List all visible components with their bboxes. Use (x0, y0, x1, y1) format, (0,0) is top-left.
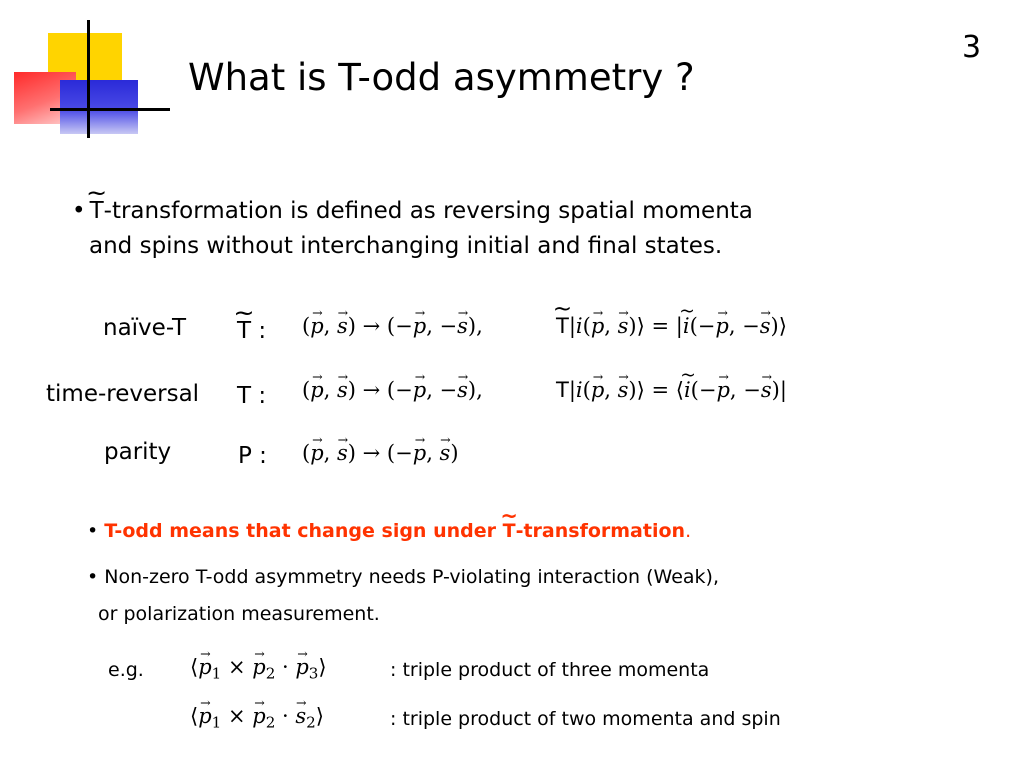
definition-line-1: •T-transformation is defined as reversin… (72, 198, 753, 224)
label-time-reversal: time-reversal (46, 381, 200, 407)
tilde-t: T (90, 198, 104, 224)
todd-period: . (685, 520, 692, 542)
nonzero-line-2: or polarization measurement. (98, 603, 380, 625)
todd-bullet: • T-odd means that change sign under T-t… (87, 520, 691, 542)
formula-naive-t-momenta: (p, s) → (−p, −s), (302, 314, 483, 338)
definition-line-2: and spins without interchanging initial … (89, 233, 723, 259)
bullet: • (72, 198, 86, 224)
formula-parity: (p, s) → (−p, s) (302, 441, 459, 465)
horizontal-line (50, 108, 170, 111)
symbol-parity: P : (238, 443, 267, 469)
example-formula-2: ⟨p1 × p2 · s2⟩ (190, 704, 324, 732)
formula-time-reversal-momenta: (p, s) → (−p, −s), (302, 378, 483, 402)
tilde-t-symbol: T (237, 318, 251, 344)
eg-label: e.g. (108, 659, 144, 681)
symbol-time-reversal: T : (237, 383, 267, 409)
slide-title: What is T-odd asymmetry ? (188, 56, 695, 99)
todd-emphasis: T-odd means that change sign under T-tra… (104, 520, 685, 542)
label-naive-t: naïve-T (103, 315, 187, 341)
formula-naive-t-state: T|i(p, s)⟩ = |i(−p, −s)⟩ (556, 314, 787, 338)
nonzero-line-1: • Non-zero T-odd asymmetry needs P-viola… (87, 566, 720, 588)
vertical-line (87, 20, 90, 138)
example-formula-1: ⟨p1 × p2 · p3⟩ (190, 655, 327, 683)
symbol-naive-t: T : (237, 318, 266, 344)
corner-decoration (0, 0, 170, 150)
slide-number: 3 (962, 30, 982, 65)
label-parity: parity (104, 439, 172, 465)
formula-time-reversal-state: T|i(p, s)⟩ = ⟨i(−p, −s)| (556, 378, 787, 402)
blue-square (60, 80, 138, 134)
example-desc-2: : triple product of two momenta and spin (390, 708, 781, 730)
definition-text: -transformation is defined as reversing … (103, 198, 753, 224)
example-desc-1: : triple product of three momenta (390, 659, 710, 681)
